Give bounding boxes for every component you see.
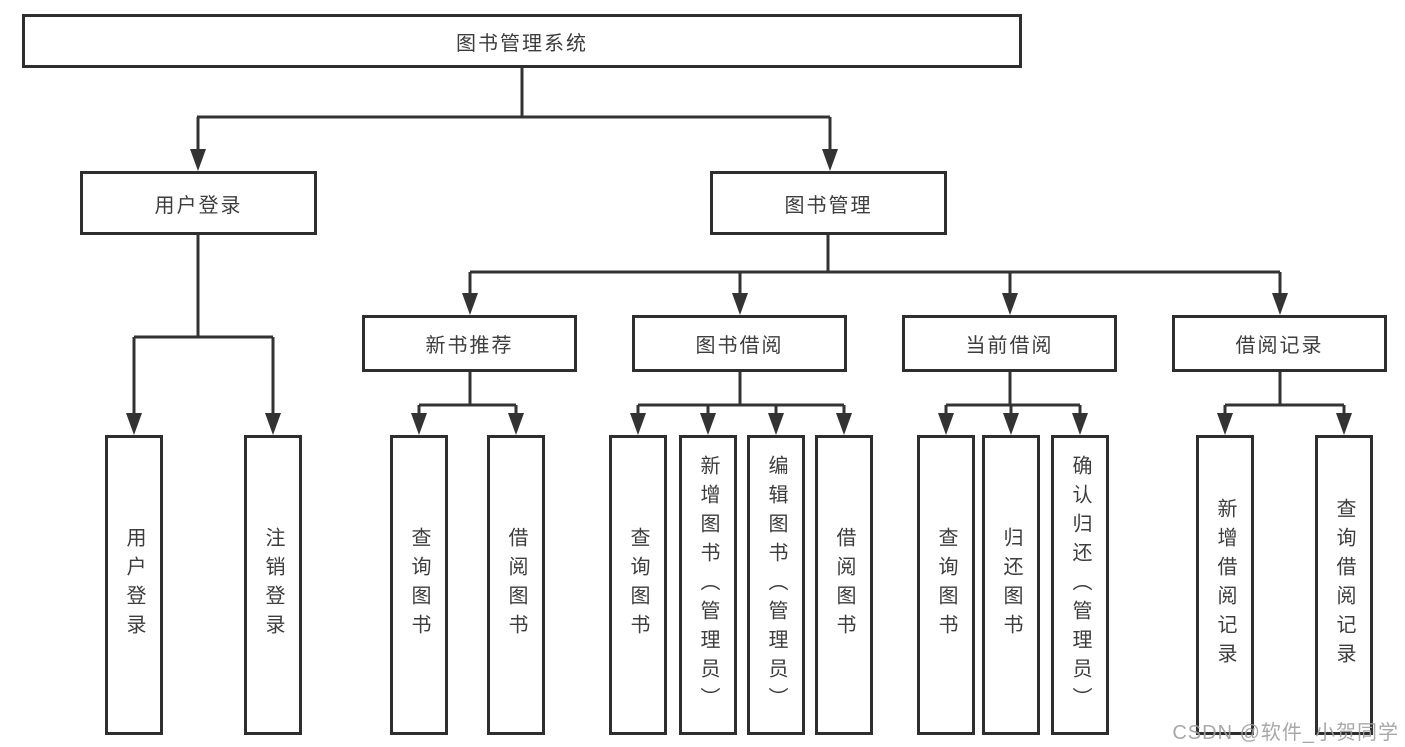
leaf-query-books-borrow-label: 查询图书 [627, 527, 649, 643]
node-current-borrow-label: 当前借阅 [965, 335, 1054, 357]
leaf-query-books-current: 查询图书 [917, 435, 975, 735]
node-book-management-label: 图书管理 [784, 194, 873, 217]
leaf-query-books-borrow: 查询图书 [609, 435, 667, 735]
watermark: CSDN @软件_小贺同学 [1172, 722, 1399, 744]
leaf-logout: 注销登录 [244, 435, 302, 735]
leaf-return-book: 归还图书 [982, 435, 1040, 735]
leaf-logout-label: 注销登录 [262, 527, 284, 643]
node-root-system: 图书管理系统 [22, 14, 1022, 68]
node-book-management: 图书管理 [710, 171, 947, 235]
connector-book-management-to-level3 [462, 235, 1288, 315]
node-root-label: 图书管理系统 [456, 32, 588, 55]
leaf-borrow-books-recommend: 借阅图书 [487, 435, 545, 735]
node-user-login-label: 用户登录 [154, 194, 243, 217]
leaf-borrow-books-recommend-label: 借阅图书 [505, 527, 527, 643]
connector-current-borrow-to-leaves [938, 372, 1088, 435]
leaf-add-borrow-record-label: 新增借阅记录 [1214, 498, 1236, 672]
leaf-user-login: 用户登录 [105, 435, 163, 735]
connector-new-book-recommend-to-leaves [411, 372, 524, 435]
node-current-borrow: 当前借阅 [902, 315, 1117, 372]
leaf-add-book-admin: 新增图书（管理员） [679, 435, 737, 735]
node-book-borrow: 图书借阅 [632, 315, 847, 372]
connector-user-login-to-leaves [126, 235, 281, 435]
connector-book-borrow-to-leaves [630, 372, 852, 435]
leaf-query-books-recommend: 查询图书 [390, 435, 448, 735]
leaf-query-books-current-label: 查询图书 [935, 527, 957, 643]
leaf-confirm-return-admin-label: 确认归还（管理员） [1069, 454, 1091, 716]
node-book-borrow-label: 图书借阅 [695, 335, 784, 357]
connector-root-to-level2 [190, 68, 838, 171]
leaf-query-borrow-record-label: 查询借阅记录 [1333, 498, 1355, 672]
leaf-edit-book-admin-label: 编辑图书（管理员） [765, 454, 787, 716]
leaf-query-books-recommend-label: 查询图书 [408, 527, 430, 643]
leaf-return-book-label: 归还图书 [1000, 527, 1022, 643]
leaf-user-login-label: 用户登录 [123, 527, 145, 643]
node-user-login: 用户登录 [80, 171, 317, 235]
leaf-borrow-books: 借阅图书 [815, 435, 873, 735]
leaf-borrow-books-label: 借阅图书 [833, 527, 855, 643]
leaf-add-borrow-record: 新增借阅记录 [1196, 435, 1254, 735]
leaf-query-borrow-record: 查询借阅记录 [1315, 435, 1373, 735]
node-borrow-records-label: 借阅记录 [1235, 335, 1324, 357]
node-borrow-records: 借阅记录 [1172, 315, 1387, 372]
leaf-confirm-return-admin: 确认归还（管理员） [1051, 435, 1109, 735]
leaf-add-book-admin-label: 新增图书（管理员） [697, 454, 719, 716]
node-new-book-recommend: 新书推荐 [362, 315, 577, 372]
leaf-edit-book-admin: 编辑图书（管理员） [747, 435, 805, 735]
node-new-book-recommend-label: 新书推荐 [425, 335, 514, 357]
connector-borrow-records-to-leaves [1217, 372, 1352, 435]
